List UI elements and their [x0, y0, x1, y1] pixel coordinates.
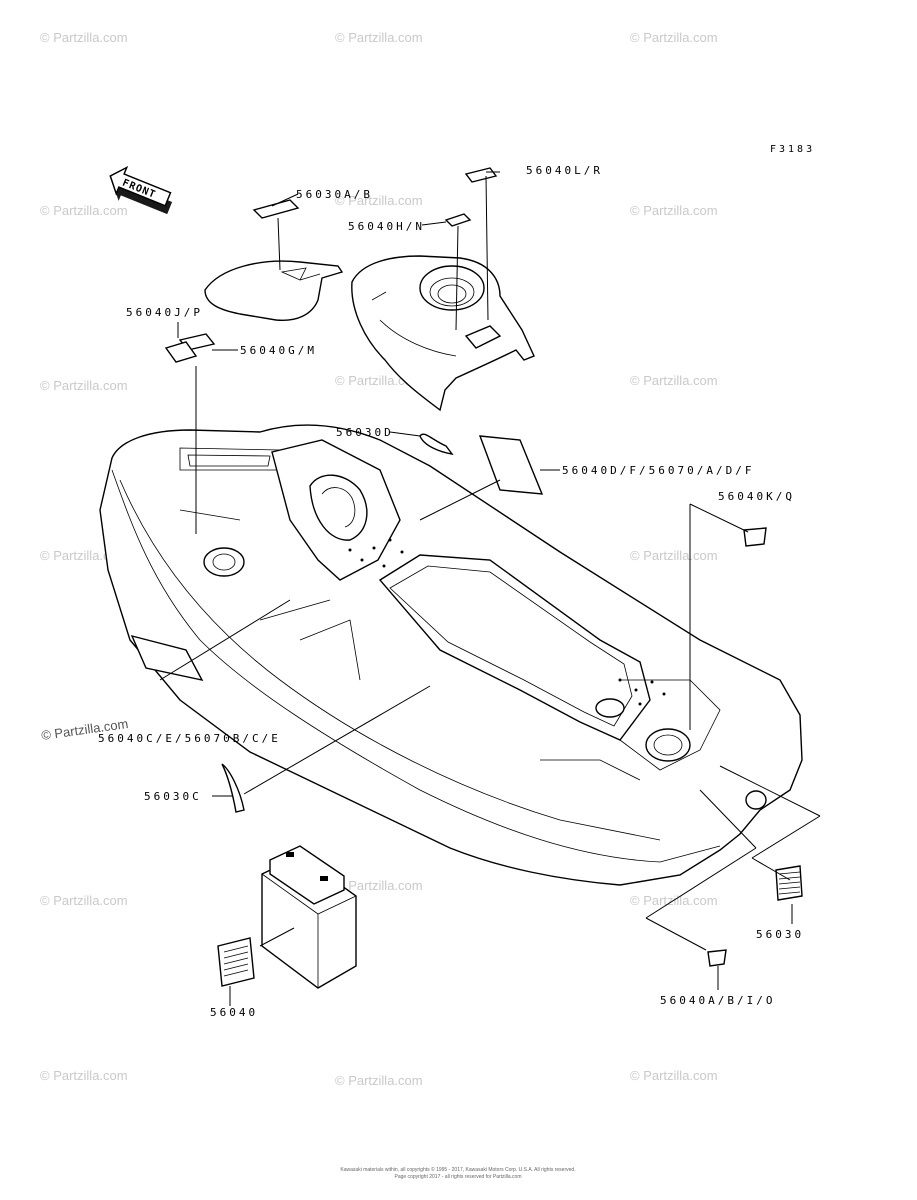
watermark: © Partzilla.com: [630, 203, 718, 218]
figure-code: F3183: [770, 144, 815, 155]
watermark: © Partzilla.com: [630, 30, 718, 45]
hull-body: [99, 424, 803, 886]
part-label: 56040K/Q: [718, 490, 795, 503]
storage-compartment: [351, 255, 535, 412]
part-label: 56040G/M: [240, 344, 317, 357]
watermark: © Partzilla.com: [335, 878, 423, 893]
watermark: © Partzilla.com: [630, 373, 718, 388]
seat-cover: [204, 260, 344, 322]
part-label: 56040L/R: [526, 164, 603, 177]
watermark: © Partzilla.com: [40, 378, 128, 393]
watermark: © Partzilla.com: [335, 30, 423, 45]
part-label: 56030C: [144, 790, 202, 803]
watermark: © Partzilla.com: [630, 1068, 718, 1083]
part-label: 56040H/N: [348, 220, 425, 233]
part-label: 56040J/P: [126, 306, 203, 319]
part-label: 56030A/B: [296, 188, 373, 201]
part-label: 56040D/F/56070/A/D/F: [562, 464, 754, 477]
copyright-line-2: Page copyright 2017 - all rights reserve…: [394, 1174, 521, 1180]
part-label: 56030D: [336, 426, 394, 439]
copyright-line-1: Kawasaki materials within, all copyright…: [340, 1166, 575, 1173]
watermark: © Partzilla.com: [40, 203, 128, 218]
part-label: 56040C/E/56070B/C/E: [98, 732, 281, 745]
part-label: 56040A/B/I/O: [660, 994, 775, 1007]
part-label: 56040: [210, 1006, 258, 1019]
watermark: © Partzilla.com: [40, 30, 128, 45]
front-arrow-icon: FRONT: [109, 166, 173, 215]
watermark: © Partzilla.com: [335, 1073, 423, 1088]
leader-lines: [159, 171, 821, 1006]
watermark: © Partzilla.com: [335, 193, 423, 208]
watermark: © Partzilla.com: [630, 548, 718, 563]
battery: [261, 845, 357, 989]
part-labels: 56030A/B 56040L/R 56040H/N 56040J/P 5604…: [98, 164, 804, 1019]
part-label: 56030: [756, 928, 804, 941]
watermark: © Partzilla.com: [40, 893, 128, 908]
watermark: © Partzilla.com: [40, 1068, 128, 1083]
